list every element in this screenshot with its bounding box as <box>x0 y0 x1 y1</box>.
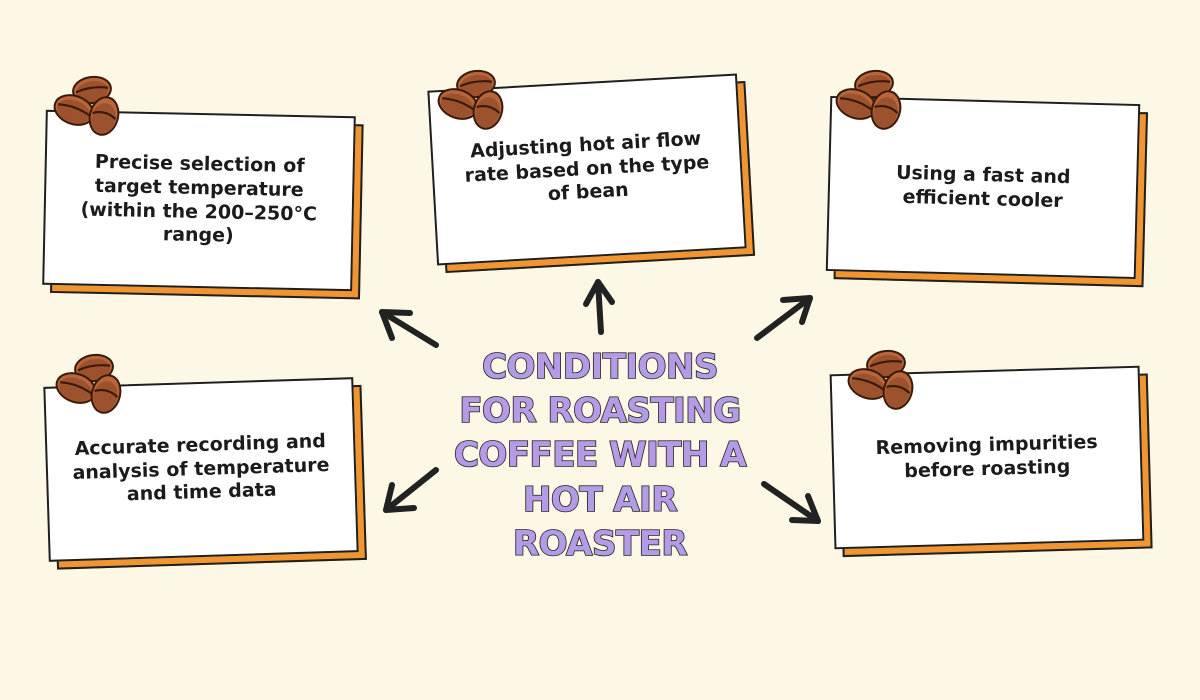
coffee-beans-icon <box>437 69 504 130</box>
coffee-beans-icon <box>835 69 902 130</box>
card-text: Precise selection of target temperature … <box>80 150 318 247</box>
coffee-beans-icon <box>53 75 120 136</box>
diagram-title: CONDITIONS FOR ROASTING COFFEE WITH A HO… <box>453 346 747 564</box>
coffee-beans-icon <box>55 353 122 414</box>
card-text: Accurate recording and analysis of tempe… <box>72 429 330 506</box>
coffee-beans-icon <box>847 349 914 410</box>
arrow-icon <box>761 481 821 524</box>
card-text: Removing impurities before roasting <box>875 430 1098 482</box>
arrow-icon <box>383 467 439 513</box>
card-text: Adjusting hot air flow rate based on the… <box>464 127 710 206</box>
arrow-icon <box>379 309 439 348</box>
card-text: Using a fast and efficient cooler <box>895 161 1071 212</box>
arrow-icon <box>583 279 615 335</box>
arrow-icon <box>754 295 813 341</box>
